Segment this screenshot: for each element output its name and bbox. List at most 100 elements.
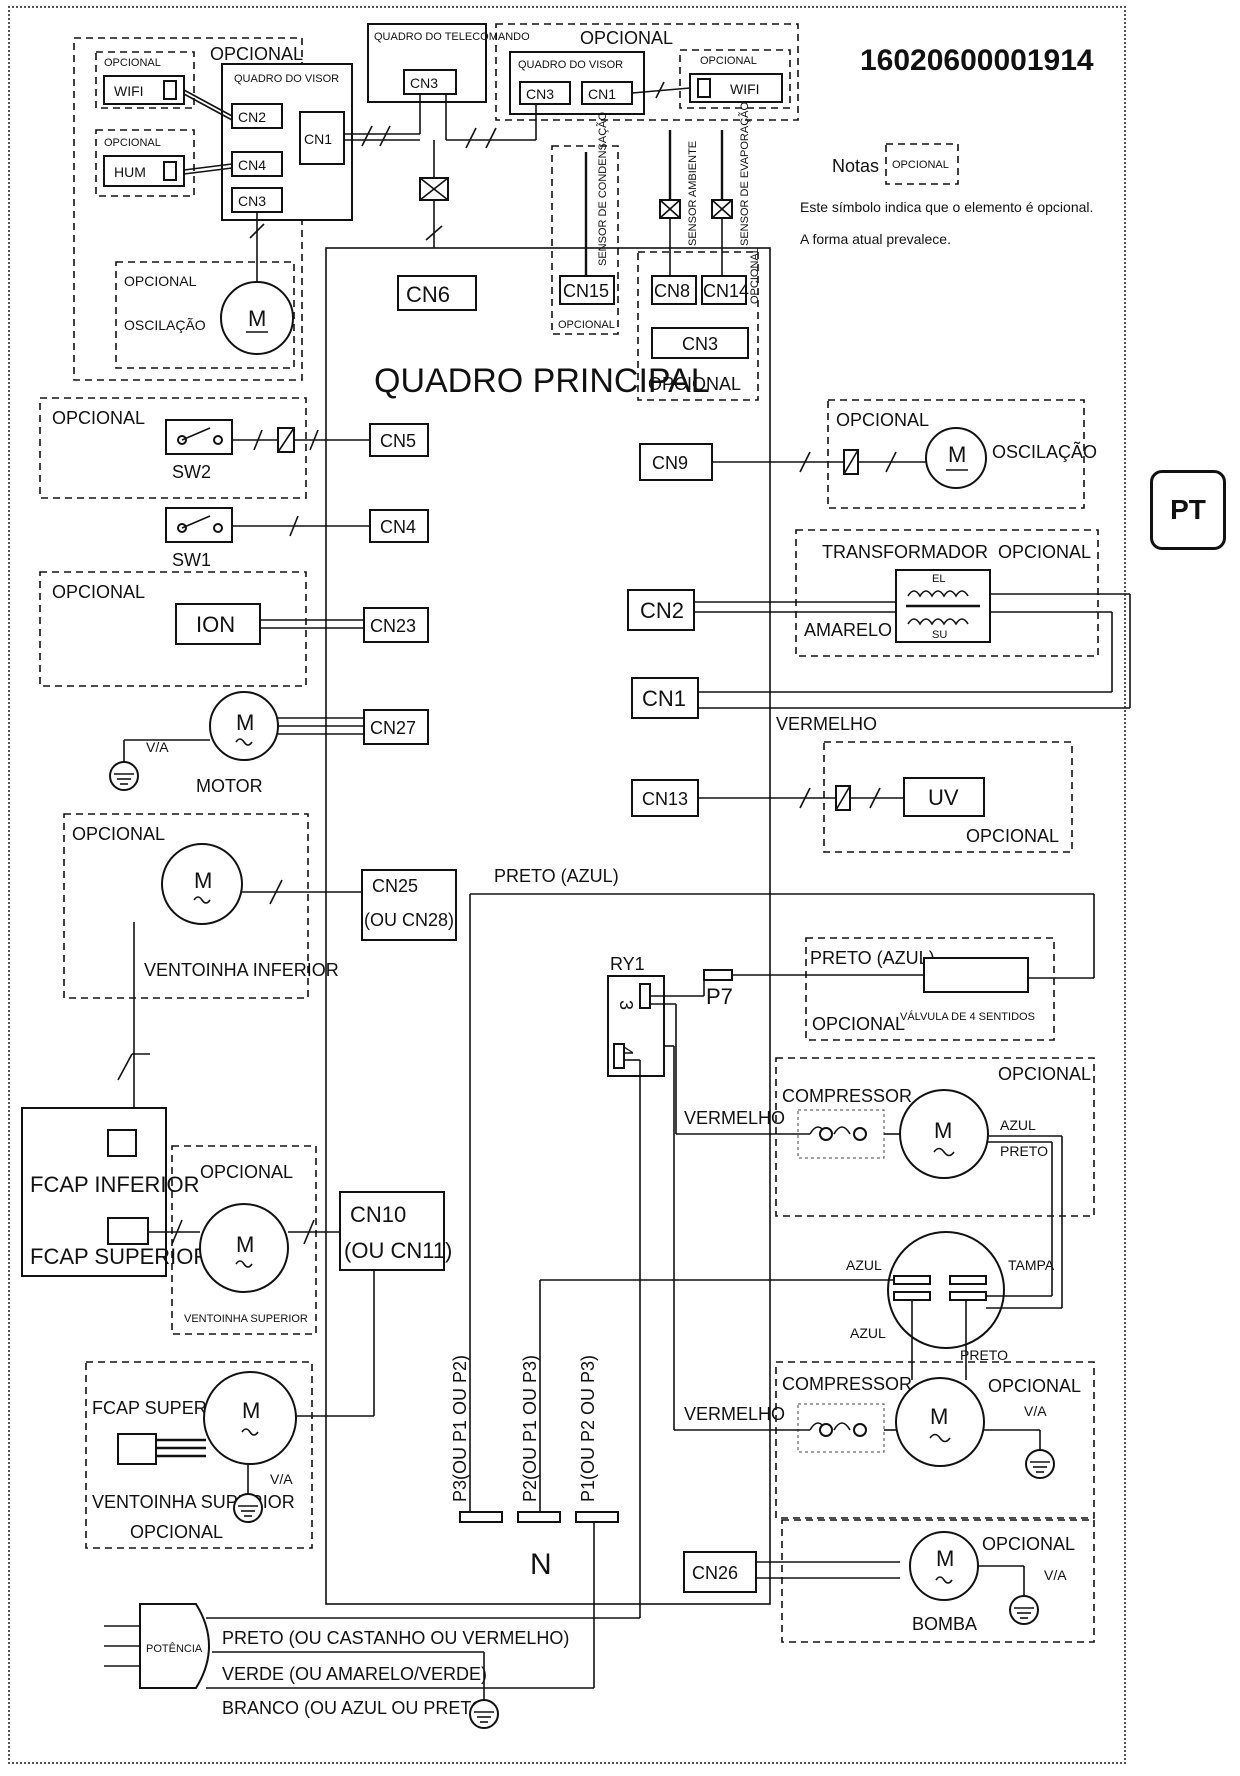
wire-tick <box>253 429 263 451</box>
connector-cn3 <box>403 69 457 95</box>
fcap-inferior-label: FCAP INFERIOR <box>30 1172 200 1197</box>
motor-symbol: M <box>948 442 966 467</box>
wire <box>183 89 233 117</box>
optional-label: OPCIONAL <box>966 826 1059 846</box>
sw1-label: SW1 <box>172 550 211 570</box>
overload-protector-box <box>797 1403 885 1453</box>
connector-cn23 <box>363 607 429 643</box>
connector-label: CN26 <box>692 1563 738 1583</box>
connector-label: CN15 <box>563 281 609 301</box>
optional-label: OPCIONAL <box>200 1162 293 1182</box>
vermelho-label: VERMELHO <box>684 1108 785 1128</box>
wire <box>183 167 233 175</box>
connector-label: CN6 <box>406 282 450 307</box>
optional-compressor-2-box <box>775 1361 1095 1519</box>
terminal-icon <box>893 1275 931 1285</box>
display-board-title: QUADRO DO VISOR <box>234 73 339 85</box>
wire-tick <box>249 223 265 239</box>
neutral-label: N <box>530 1548 552 1581</box>
motor-symbol: M <box>930 1404 948 1429</box>
connector-label: CN8 <box>654 281 690 301</box>
wire-tick <box>289 515 299 537</box>
connector-cn9 <box>639 443 713 481</box>
motor-symbol: M <box>936 1546 954 1571</box>
fcap-superior-label: FCAP SUPERIOR <box>30 1244 209 1269</box>
terminal-p1 <box>575 1511 619 1523</box>
preto-label: PRETO <box>960 1347 1008 1363</box>
terminal-p2 <box>517 1511 561 1523</box>
overload-contact <box>819 1127 833 1141</box>
connector-cn3 <box>231 187 283 213</box>
optional-label: OPCIONAL <box>210 44 303 64</box>
p7-label: P7 <box>706 984 733 1009</box>
ground-icon <box>1009 1595 1039 1625</box>
optional-label: OPCIONAL <box>998 542 1091 562</box>
wire-tick <box>425 225 443 241</box>
switch-contact <box>213 523 223 533</box>
optional-oscillation-right-box <box>827 399 1085 509</box>
ambient-sensor-label: SENSOR AMBIENTE <box>687 141 699 246</box>
va-label: V/A <box>270 1471 293 1487</box>
ion-module <box>175 603 261 645</box>
ac-symbol <box>235 738 253 746</box>
wire-tick <box>303 1219 315 1245</box>
wire-tick <box>379 125 391 147</box>
connector-cn26 <box>683 1551 757 1593</box>
azul-label: AZUL <box>846 1257 882 1273</box>
optional-label: OPCIONAL <box>749 247 761 304</box>
fcap-superior-label: FCAP SUPERIOR <box>92 1398 239 1418</box>
connector-label: CN14 <box>703 281 749 301</box>
optional-label: OPCIONAL <box>558 319 615 331</box>
connector-cn3-main <box>651 327 749 359</box>
optional-label: OPCIONAL <box>130 1522 223 1542</box>
p1-label: P1(OU P2 OU P3) <box>578 1355 598 1502</box>
azul-label: AZUL <box>1000 1117 1036 1133</box>
ac-symbol <box>193 896 211 904</box>
motor-symbol: M <box>242 1398 260 1423</box>
preto-azul-label: PRETO (AZUL) <box>810 948 935 968</box>
connector-cn5 <box>369 423 429 457</box>
page-frame <box>8 6 1126 1764</box>
lower-fan-label: VENTOINHA INFERIOR <box>144 960 339 980</box>
notes-symbol: OPCIONAL <box>892 159 949 171</box>
optional-sw2-box <box>39 397 307 499</box>
optional-ion-box <box>39 571 307 687</box>
ground-icon <box>233 1493 263 1523</box>
wire-tick <box>465 127 477 149</box>
lower-fan-motor-icon <box>161 843 243 925</box>
optional-lower-fan-box <box>63 813 309 999</box>
upper-fan-motor-icon <box>199 1203 289 1293</box>
p3-label: P3(OU P1 OU P2) <box>450 1355 470 1502</box>
wire <box>183 163 233 171</box>
optional-label: OPCIONAL <box>104 57 161 69</box>
terminal-p3 <box>459 1511 503 1523</box>
optional-valve-box <box>805 937 1055 1041</box>
capacitor-icon <box>117 1433 157 1465</box>
connector-label: CN9 <box>652 453 688 473</box>
plug-cross <box>277 427 295 453</box>
wire-tick <box>171 1219 183 1245</box>
motor-symbol: M <box>194 868 212 893</box>
va-label: V/A <box>1024 1403 1047 1419</box>
notes-symbol-box <box>885 143 959 185</box>
connector-label: CN4 <box>380 517 416 537</box>
connector-cn15 <box>559 275 615 305</box>
wire <box>183 93 233 121</box>
connector-cn13 <box>631 779 699 817</box>
optional-label: OPCIONAL <box>812 1014 905 1034</box>
connector-label: CN27 <box>370 718 416 738</box>
sw2-switch <box>165 419 233 455</box>
optional-label: OPCIONAL <box>580 28 673 48</box>
transformer-box <box>795 529 1099 657</box>
wire-tick <box>655 81 665 99</box>
connector-label: CN4 <box>238 157 266 173</box>
connector-cn3 <box>519 81 571 105</box>
optional-compressor-1-box <box>775 1057 1095 1217</box>
overload-contact <box>853 1423 867 1437</box>
notes-line-2: A forma atual prevalece. <box>800 231 951 247</box>
optional-cn3-box <box>637 251 759 401</box>
ac-symbol <box>235 1260 253 1268</box>
connector-cn14 <box>701 275 747 305</box>
optional-label: OPCIONAL <box>998 1064 1091 1084</box>
connector-icon <box>163 80 177 100</box>
